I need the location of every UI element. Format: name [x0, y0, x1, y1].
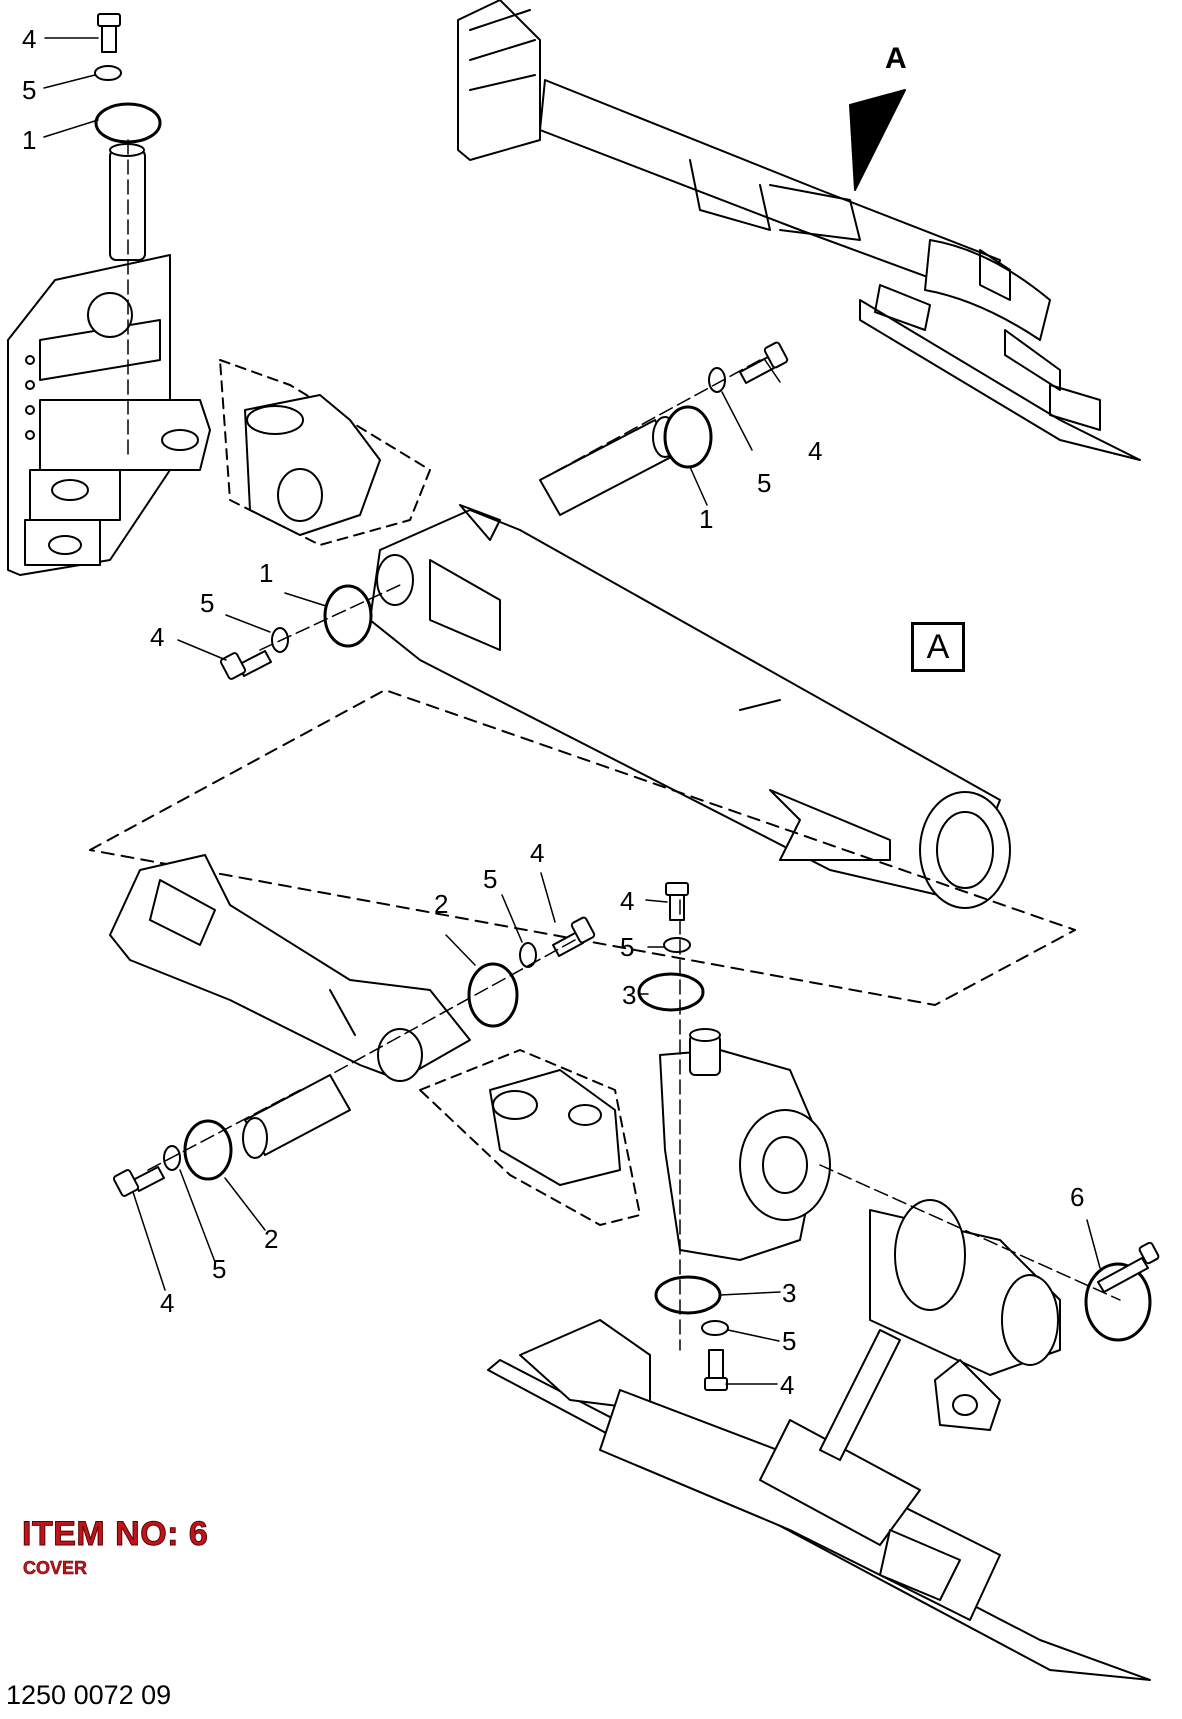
callout-label: 1 [699, 504, 714, 534]
lower-envelope [89, 689, 1076, 1006]
view-box-a: A [911, 622, 965, 672]
callout-label: 4 [620, 886, 635, 916]
knuckle-hub [659, 1028, 831, 1261]
cover-ring-3-bottom [654, 1275, 722, 1315]
view-marker-a: A [885, 42, 907, 75]
callout-label: 4 [150, 622, 165, 652]
callout-label: 2 [264, 1224, 279, 1254]
callout-label: 4 [22, 24, 37, 54]
lower-pin [242, 1074, 351, 1159]
callout-label: 5 [212, 1254, 227, 1284]
callout-label: 3 [622, 980, 637, 1010]
callout-label: 5 [22, 75, 37, 105]
right-arm [869, 1199, 1152, 1431]
upper-pin [539, 416, 678, 516]
callout-label: 5 [782, 1326, 797, 1356]
upper-pivot-block [219, 359, 431, 546]
callout-label: 4 [808, 436, 823, 466]
callout-label: 5 [483, 864, 498, 894]
callout-label: 1 [22, 125, 37, 155]
callout-label: 4 [160, 1288, 175, 1318]
lower-arm [109, 854, 471, 1082]
callout-label: 5 [620, 932, 635, 962]
callout-label: 5 [200, 588, 215, 618]
item-description: COVER [23, 1558, 88, 1579]
callout-label: 6 [1070, 1182, 1085, 1212]
callout-label: 3 [782, 1278, 797, 1308]
drawing-number: 1250 0072 09 [6, 1680, 172, 1710]
cover-ring-1-top [94, 102, 162, 144]
cover-ring-3-top [637, 972, 705, 1012]
leader-lines [43, 37, 1101, 1385]
bolts [97, 13, 1160, 1391]
cover-ring-1-left [323, 584, 373, 648]
lower-pivot-block [419, 1049, 641, 1226]
overview-assembly [457, 0, 1141, 461]
callout-label: 4 [780, 1370, 795, 1400]
callout-label: 4 [530, 838, 545, 868]
axis-lines [127, 139, 1121, 1351]
cover-ring-1-right [663, 405, 713, 469]
cover-ring-2-right [467, 962, 519, 1028]
callout-label: 2 [434, 889, 449, 919]
item-number-label: ITEM NO: 6 [21, 1515, 209, 1554]
left-bracket-assembly [7, 143, 211, 576]
bottom-beam [487, 1319, 1151, 1681]
main-arm [369, 504, 1011, 909]
callout-label: 1 [259, 558, 274, 588]
callout-label: 5 [757, 468, 772, 498]
covers [94, 102, 722, 1315]
